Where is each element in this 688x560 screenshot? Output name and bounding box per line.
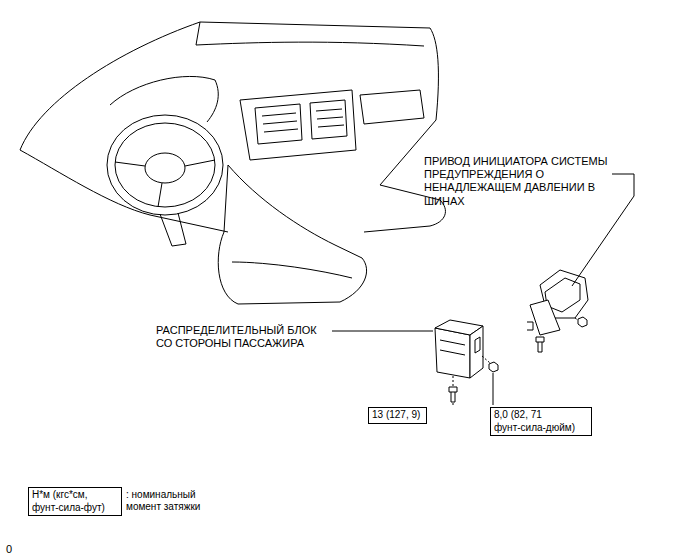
word: затяжки (164, 501, 201, 512)
word: номинальный (132, 489, 196, 500)
box-text: 8,0 (82, 71 фунт-сила-дюйм) (494, 409, 586, 434)
box-text: 13 (127, 9) (372, 409, 420, 422)
center-stack (240, 90, 356, 160)
word: 8,0 (494, 409, 508, 420)
vent-outline (255, 100, 347, 144)
word: ИНИЦИАТОРА (473, 155, 548, 167)
leader-line (332, 331, 433, 332)
bolt (536, 337, 544, 352)
console-lid-line (232, 262, 352, 278)
word: 9) (411, 409, 420, 420)
bracket-tab (527, 322, 533, 330)
word: ПРЕДУПРЕЖДЕНИЯ (424, 168, 532, 180)
legend-unit-box: Н*м (кгс*см, фунт-сила-фут) (28, 487, 122, 516)
steering-spokes (115, 160, 215, 207)
word: 71 (531, 409, 542, 420)
word: ПАССАЖИРА (234, 337, 304, 349)
word: (кгс*см, (53, 489, 88, 500)
glovebox-line (360, 90, 424, 124)
word: О (536, 168, 545, 180)
word: 0 (6, 543, 12, 555)
steering-wheel (107, 115, 223, 215)
word: НЕНАДЛЕЖАЩЕМ (424, 181, 521, 193)
dashboard-drawing (20, 22, 445, 304)
vent-slats (262, 109, 344, 132)
nut (489, 362, 498, 372)
fastener-dash-line (575, 318, 578, 320)
word: ШИНАХ (424, 195, 465, 207)
word: БЛОК (287, 324, 316, 336)
word: : (126, 489, 129, 500)
dashboard-top-line (196, 22, 424, 46)
word: 13 (372, 409, 383, 420)
word: В (588, 181, 595, 193)
steering-hub (145, 153, 185, 183)
word: СТОРОНЫ (175, 337, 231, 349)
initiator-drawing (527, 270, 588, 352)
center-console (218, 165, 366, 304)
word: Н*м (32, 489, 50, 500)
word: РАСПРЕДЕЛИТЕЛЬНЫЙ (156, 324, 284, 336)
junction-block-detail (440, 337, 480, 355)
steering-wheel-inner (115, 123, 215, 207)
legend-text: : номинальный момент затяжки (126, 489, 216, 513)
word: фунт-сила-фут) (32, 502, 105, 513)
nut (578, 317, 587, 327)
word: (82, (511, 409, 528, 420)
torque-value-box: 13 (127, 9) (368, 407, 427, 424)
part-name: ПРИВОД ИНИЦИАТОРА СИСТЕМЫ ПРЕДУПРЕЖДЕНИЯ… (424, 155, 608, 208)
word: СИСТЕМЫ (551, 155, 607, 167)
torque-value-box: 8,0 (82, 71 фунт-сила-дюйм) (490, 407, 592, 436)
part-name: РАСПРЕДЕЛИТЕЛЬНЫЙ БЛОК СО СТОРОНЫ ПАССАЖ… (156, 324, 328, 350)
initiator-bracket (530, 300, 560, 335)
lower-dash-line (150, 185, 445, 232)
word: момент (126, 501, 161, 512)
word: ПРИВОД (424, 155, 470, 167)
word: СО (156, 337, 172, 349)
page-mark: 0 (6, 543, 12, 556)
bolt (449, 387, 457, 402)
word: ДАВЛЕНИИ (524, 181, 584, 193)
word: фунт-сила-дюйм) (494, 422, 575, 433)
junction-block-drawing (435, 320, 498, 405)
leader-line (453, 373, 493, 405)
dashboard-outline (20, 22, 438, 185)
box-text: Н*м (кгс*см, фунт-сила-фут) (32, 489, 116, 514)
word: (127, (386, 409, 409, 420)
fastener-dash-line (453, 356, 490, 386)
